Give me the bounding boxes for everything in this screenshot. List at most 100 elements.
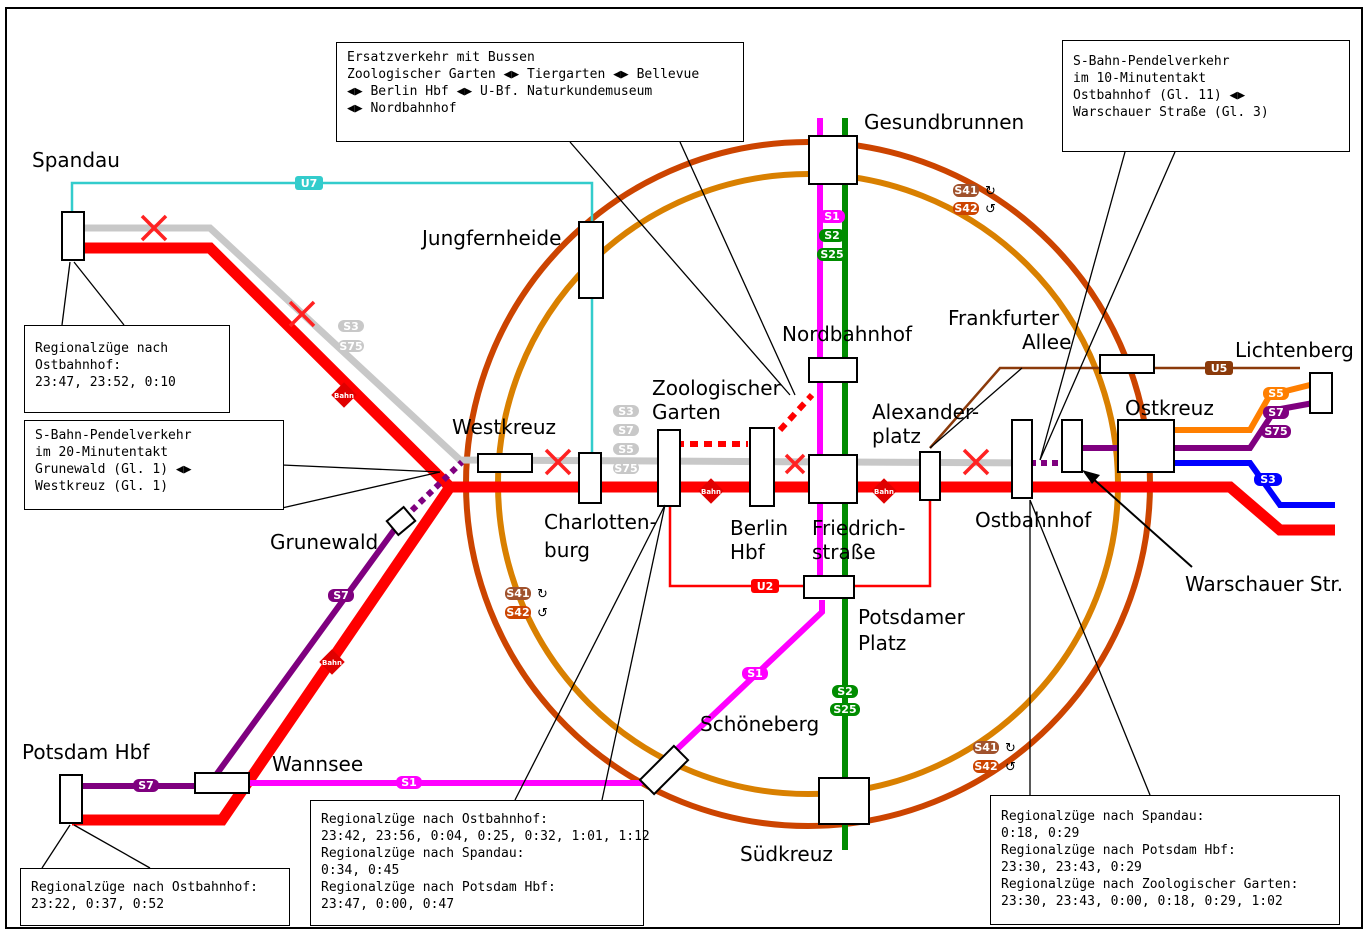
station-box-friedrichstrasse[interactable] (808, 454, 858, 504)
station-box-alexanderplatz[interactable] (919, 451, 941, 501)
label-zoo-2: Garten (652, 400, 721, 424)
db-logo-east-text: Bahn (874, 488, 894, 496)
badge-s1-north (819, 210, 845, 223)
badge-s2-north-text: S2 (824, 229, 840, 242)
station-box-spandau[interactable] (61, 211, 85, 261)
callout-bus-line1: Ersatzverkehr mit Bussen (347, 50, 535, 65)
station-box-wannsee[interactable] (194, 772, 250, 794)
callout-ostbahnhof-line3: Regionalzüge nach Potsdam Hbf: (1001, 843, 1236, 858)
badge-s42-sw-text: S42 (506, 606, 529, 619)
badge-s41-ne (953, 184, 979, 197)
closure-cross-berlin-hbf (784, 453, 806, 475)
pointer-bus-2 (679, 141, 796, 396)
station-box-jungfernheide[interactable] (578, 221, 604, 299)
label-potsdamer-platz-1: Potsdamer (858, 605, 965, 629)
badge-s75-west (338, 340, 364, 352)
callout-ostbahnhof: Regionalzüge nach Spandau: 0:18, 0:29 Re… (990, 795, 1340, 925)
db-logo-center-text: Bahn (701, 488, 721, 496)
callout-pendel-ost-line2: im 10-Minutentakt (1073, 71, 1207, 86)
station-box-gesundbrunnen[interactable] (808, 135, 858, 185)
s7-shuttle-dotted (401, 459, 465, 521)
badge-s41-ne-text: S41 (954, 184, 977, 197)
badge-s42-ne (953, 202, 979, 215)
callout-spandau-line3: 23:47, 23:52, 0:10 (35, 375, 176, 390)
badge-s25-north-text: S25 (820, 248, 843, 261)
station-box-frankfurter-allee[interactable] (1099, 354, 1155, 374)
db-logo-south (319, 649, 345, 675)
badge-s3-east (1254, 473, 1282, 486)
badge-s5-east-text: S5 (1268, 387, 1284, 400)
callout-bus-line2: Zoologischer Garten ◀▶ Tiergarten ◀▶ Bel… (347, 67, 700, 82)
db-logo-south-text: Bahn (322, 659, 342, 667)
station-box-potsdam-hbf[interactable] (59, 774, 83, 824)
db-logo-west-text: Bahn (334, 392, 354, 400)
callout-ostbahnhof-line1: Regionalzüge nach Spandau: (1001, 809, 1205, 824)
station-box-grunewald[interactable] (385, 505, 417, 537)
badge-s5-center (613, 443, 639, 455)
callout-potsdam-line1: Regionalzüge nach Ostbahnhof: (31, 880, 258, 895)
closure-cross-westkreuz (544, 448, 572, 476)
label-charlottenburg-2: burg (544, 538, 590, 562)
station-box-suedkreuz[interactable] (818, 777, 870, 825)
callout-pendel-west-line1: S-Bahn-Pendelverkehr (35, 428, 192, 443)
callout-potsdam: Regionalzüge nach Ostbahnhof: 23:22, 0:3… (20, 868, 290, 926)
badge-s41-sw (505, 587, 531, 600)
station-box-schoeneberg[interactable] (638, 744, 690, 796)
callout-spandau: Regionalzüge nach Ostbahnhof: 23:47, 23:… (24, 325, 230, 413)
label-ostbahnhof: Ostbahnhof (975, 508, 1092, 532)
badge-s3-center-text: S3 (618, 405, 634, 418)
callout-zoo-line1: Regionalzüge nach Ostbahnhof: (321, 812, 548, 827)
label-grunewald: Grunewald (270, 530, 379, 554)
station-box-ostbahnhof[interactable] (1011, 419, 1033, 499)
badge-s41-se (973, 741, 999, 754)
badge-s7-east-text: S7 (1268, 406, 1284, 419)
label-spandau: Spandau (32, 148, 120, 172)
warschauer-arrow-head (1082, 470, 1100, 484)
badge-s2-south-text: S2 (837, 685, 853, 698)
pointer-pendel-ost (1039, 151, 1176, 461)
badge-u2-text: U2 (757, 580, 774, 593)
station-box-ostkreuz[interactable] (1117, 419, 1175, 473)
closure-cross-spandau (140, 214, 168, 242)
pointer-frankfurter (929, 367, 1023, 449)
station-box-nordbahnhof[interactable] (808, 357, 858, 383)
badge-s41-se-text: S41 (974, 741, 997, 754)
label-ostkreuz: Ostkreuz (1125, 396, 1214, 420)
counterclockwise-icon-se: ↺ (1005, 760, 1016, 775)
station-box-lichtenberg[interactable] (1309, 372, 1333, 414)
pointer-pendel-west-2 (281, 471, 441, 509)
callout-pendel-ost-line3: Ostbahnhof (Gl. 11) ◀▶ (1073, 88, 1246, 103)
bus-replacement-line-2 (777, 392, 815, 433)
callout-bus-replacement: Ersatzverkehr mit Bussen Zoologischer Ga… (336, 42, 744, 142)
db-logo-center (698, 478, 724, 504)
badge-s3-west (338, 320, 364, 332)
label-gesundbrunnen: Gesundbrunnen (864, 110, 1025, 134)
callout-ostbahnhof-line2: 0:18, 0:29 (1001, 826, 1080, 841)
badge-s7-potsdam (133, 779, 159, 792)
db-logo-east (871, 478, 897, 504)
label-nordbahnhof: Nordbahnhof (782, 322, 913, 346)
station-box-westkreuz[interactable] (477, 453, 533, 473)
callout-pendel-ost-line4: Warschauer Straße (Gl. 3) (1073, 105, 1269, 120)
label-charlottenburg-1: Charlotten- (544, 510, 657, 534)
label-schoeneberg: Schöneberg (700, 712, 820, 736)
u5-line (929, 366, 1300, 449)
callout-ostbahnhof-line5: Regionalzüge nach Zoologischer Garten: (1001, 877, 1299, 892)
badge-s25-south (830, 703, 860, 716)
callout-ostbahnhof-line4: 23:30, 23:43, 0:29 (1001, 860, 1142, 875)
badge-s7-grunewald (328, 589, 354, 602)
badge-s5-center-text: S5 (618, 443, 634, 456)
label-frankfurter-2: Allee (1022, 330, 1072, 354)
badge-s7-potsdam-text: S7 (138, 779, 154, 792)
label-friedrichstrasse-1: Friedrich- (812, 516, 906, 540)
station-box-potsdamer-platz[interactable] (803, 575, 855, 599)
station-box-zoo[interactable] (657, 429, 681, 507)
pointer-potsdam (41, 824, 71, 869)
callout-zoo-line2: 23:42, 23:56, 0:04, 0:25, 0:32, 1:01, 1:… (321, 829, 650, 844)
callout-zoo-line5: Regionalzüge nach Potsdam Hbf: (321, 880, 556, 895)
station-box-charlottenburg[interactable] (578, 452, 602, 504)
callout-bus-line3: ◀▶ Berlin Hbf ◀▶ U-Bf. Naturkundemuseum (347, 84, 653, 99)
station-box-warschauer[interactable] (1061, 419, 1083, 473)
badge-s1-south (742, 667, 768, 680)
station-box-berlin-hbf[interactable] (749, 427, 775, 507)
